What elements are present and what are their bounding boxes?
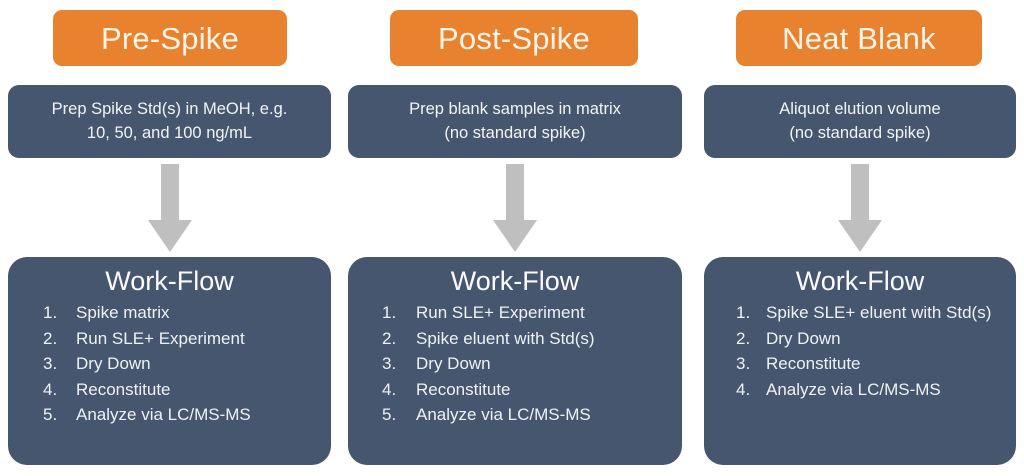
flow-connector-pre-spike: [8, 158, 331, 257]
step-number: 1.: [736, 303, 751, 323]
step-text: Analyze via LC/MS-MS: [76, 405, 251, 425]
prep-step-line-1: Prep Spike Std(s) in MeOH, e.g.: [51, 100, 288, 119]
down-arrow-icon: [493, 163, 537, 252]
workflow-step: 5. Analyze via LC/MS-MS: [18, 402, 321, 428]
column-header-neat-blank: Neat Blank: [736, 10, 982, 66]
workflow-step: 3. Dry Down: [18, 351, 321, 377]
prep-step-line-1: Prep blank samples in matrix: [409, 100, 621, 119]
step-text: Spike matrix: [76, 303, 170, 323]
step-text: Reconstitute: [76, 379, 171, 399]
workflow-step: 4. Reconstitute: [18, 377, 321, 403]
down-arrow-icon: [147, 163, 192, 252]
workflow-title: Work-Flow: [450, 266, 580, 296]
step-text: Dry Down: [76, 354, 151, 374]
column-post-spike: Post-Spike Prep blank samples in matrix …: [340, 0, 690, 476]
step-number: 2.: [736, 328, 751, 348]
step-number: 1.: [382, 303, 397, 323]
prep-step-box-post-spike: Prep blank samples in matrix (no standar…: [348, 85, 682, 158]
workflow-step: 2. Spike eluent with Std(s): [358, 326, 672, 352]
step-text: Reconstitute: [416, 379, 511, 399]
step-number: 5.: [382, 405, 397, 425]
prep-step-text: Aliquot elution volume (no standard spik…: [779, 98, 940, 145]
step-number: 3.: [43, 354, 58, 374]
workflow-step: 2. Run SLE+ Experiment: [18, 326, 321, 352]
prep-step-box-pre-spike: Prep Spike Std(s) in MeOH, e.g. 10, 50, …: [8, 85, 331, 158]
step-text: Analyze via LC/MS-MS: [766, 379, 941, 399]
step-text: Analyze via LC/MS-MS: [416, 405, 591, 425]
prep-step-box-neat-blank: Aliquot elution volume (no standard spik…: [704, 85, 1016, 158]
workflow-box-pre-spike: Work-Flow 1. Spike matrix 2. Run SLE+ Ex…: [8, 257, 331, 465]
prep-step-line-1: Aliquot elution volume: [779, 100, 941, 119]
workflow-step: 1. Spike SLE+ eluent with Std(s): [714, 300, 1006, 326]
workflow-step: 2. Dry Down: [714, 326, 1006, 352]
down-arrow-icon: [838, 163, 882, 252]
workflow-step-list: 1. Spike matrix 2. Run SLE+ Experiment 3…: [18, 300, 321, 428]
flow-connector-neat-blank: [710, 158, 1010, 257]
step-text: Run SLE+ Experiment: [76, 328, 245, 348]
step-number: 5.: [43, 405, 58, 425]
workflow-step: 5. Analyze via LC/MS-MS: [358, 402, 672, 428]
workflow-step-list: 1. Run SLE+ Experiment 2. Spike eluent w…: [358, 300, 672, 428]
prep-step-line-2: 10, 50, and 100 ng/mL: [86, 123, 253, 142]
step-number: 1.: [43, 303, 58, 323]
step-text: Dry Down: [416, 354, 491, 374]
step-number: 4.: [43, 379, 58, 399]
flow-connector-post-spike: [348, 158, 682, 257]
step-text: Reconstitute: [766, 354, 861, 374]
workflow-step: 4. Analyze via LC/MS-MS: [714, 377, 1006, 403]
workflow-box-neat-blank: Work-Flow 1. Spike SLE+ eluent with Std(…: [704, 257, 1016, 465]
workflow-step: 1. Spike matrix: [18, 300, 321, 326]
column-pre-spike: Pre-Spike Prep Spike Std(s) in MeOH, e.g…: [0, 0, 340, 476]
workflow-box-post-spike: Work-Flow 1. Run SLE+ Experiment 2. Spik…: [348, 257, 682, 465]
column-neat-blank: Neat Blank Aliquot elution volume (no st…: [690, 0, 1024, 476]
step-text: Dry Down: [766, 328, 841, 348]
workflow-title: Work-Flow: [105, 266, 234, 296]
workflow-title: Work-Flow: [795, 266, 925, 296]
column-header-label: Post-Spike: [438, 20, 590, 56]
step-number: 3.: [382, 354, 397, 374]
step-number: 4.: [736, 379, 751, 399]
step-number: 2.: [382, 328, 397, 348]
step-number: 4.: [382, 379, 397, 399]
step-text: Spike SLE+ eluent with Std(s): [766, 303, 992, 323]
prep-step-line-2: (no standard spike): [444, 123, 586, 142]
prep-step-text: Prep blank samples in matrix (no standar…: [409, 98, 621, 145]
workflow-step-list: 1. Spike SLE+ eluent with Std(s) 2. Dry …: [714, 300, 1006, 402]
workflow-step: 4. Reconstitute: [358, 377, 672, 403]
column-header-label: Pre-Spike: [101, 20, 239, 56]
step-text: Run SLE+ Experiment: [416, 303, 585, 323]
column-header-label: Neat Blank: [782, 20, 936, 56]
step-text: Spike eluent with Std(s): [416, 328, 595, 348]
workflow-step: 3. Dry Down: [358, 351, 672, 377]
workflow-step: 1. Run SLE+ Experiment: [358, 300, 672, 326]
prep-step-line-2: (no standard spike): [789, 123, 931, 142]
step-number: 2.: [43, 328, 58, 348]
prep-step-text: Prep Spike Std(s) in MeOH, e.g. 10, 50, …: [52, 98, 288, 145]
workflow-step: 3. Reconstitute: [714, 351, 1006, 377]
column-header-pre-spike: Pre-Spike: [53, 10, 287, 66]
column-header-post-spike: Post-Spike: [390, 10, 638, 66]
step-number: 3.: [736, 354, 751, 374]
